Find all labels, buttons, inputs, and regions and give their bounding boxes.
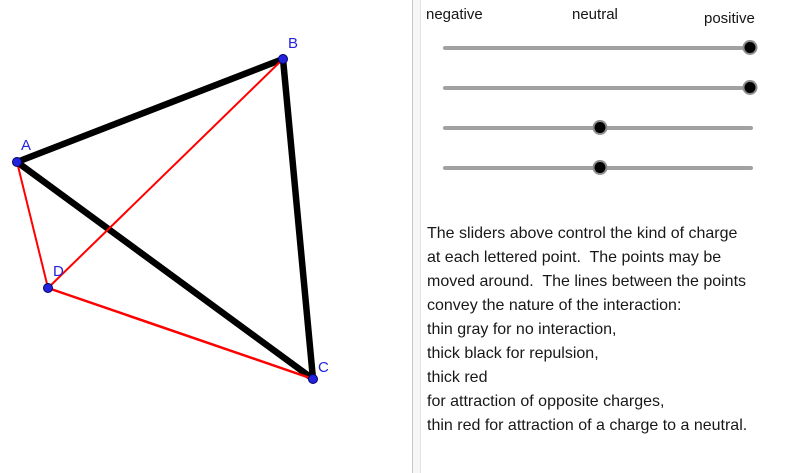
point-D[interactable] (43, 283, 53, 293)
slider-charge-d (443, 160, 753, 176)
slider-handle-charge-b[interactable] (742, 80, 758, 95)
edge-BD-attraction-to-neutral (47, 58, 284, 289)
description-line: for attraction of opposite charges, (427, 393, 665, 410)
edge-AB-repulsion (15, 55, 285, 166)
point-label-C: C (318, 359, 329, 376)
description-text: The sliders above control the kind of ch… (427, 222, 785, 438)
scale-label-negative: negative (426, 6, 483, 23)
slider-charge-b (443, 80, 758, 96)
edge-AC-repulsion (15, 159, 315, 382)
description-line: at each lettered point. The points may b… (427, 249, 722, 266)
point-B[interactable] (278, 54, 288, 64)
slider-track-charge-a[interactable] (443, 46, 753, 50)
description-line: The sliders above control the kind of ch… (427, 225, 738, 242)
description-line: thin gray for no interaction, (427, 321, 617, 338)
point-A[interactable] (12, 157, 22, 167)
slider-handle-charge-a[interactable] (742, 40, 758, 55)
point-label-A: A (21, 137, 31, 154)
panel-splitter[interactable] (412, 0, 421, 473)
description-line: moved around. The lines between the poin… (427, 273, 747, 290)
slider-handle-charge-c[interactable] (592, 120, 608, 135)
slider-charge-a (443, 40, 758, 56)
charge-diagram: A B C D (12, 35, 329, 384)
scale-label-positive: positive (704, 10, 755, 27)
description-line: convey the nature of the interaction: (427, 297, 682, 314)
charge-diagram-panel: A B C D (12, 35, 329, 384)
description-line: thick red (427, 369, 488, 386)
point-label-D: D (53, 263, 64, 280)
description-line: thin red for attraction of a charge to a… (427, 417, 748, 434)
point-C[interactable] (308, 374, 318, 384)
slider-track-charge-b[interactable] (443, 86, 753, 90)
description-line: thick black for repulsion, (427, 345, 599, 362)
edge-AD-attraction-to-neutral (16, 161, 49, 289)
control-panel: negative neutral positive The sliders ab… (421, 0, 791, 473)
scale-label-neutral: neutral (572, 6, 618, 23)
edge-BC-repulsion (279, 58, 317, 380)
slider-handle-charge-d[interactable] (592, 160, 608, 175)
slider-charge-c (443, 120, 753, 136)
edge-CD-attraction-to-neutral (47, 286, 314, 381)
point-label-B: B (288, 35, 298, 52)
